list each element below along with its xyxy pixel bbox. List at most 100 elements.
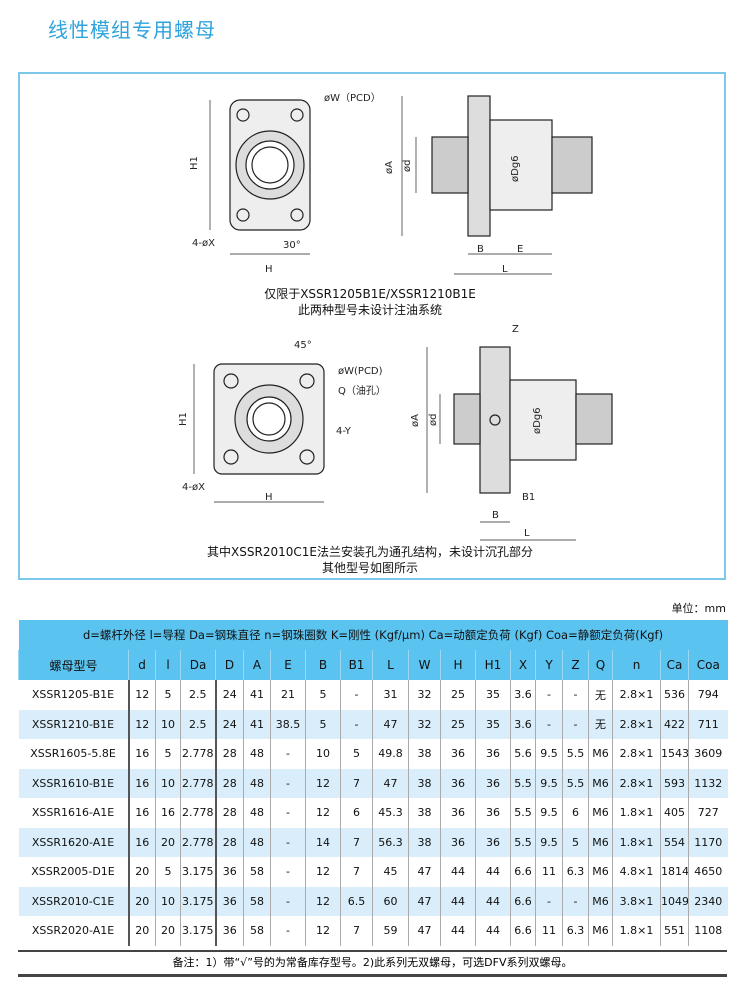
table-cell: 20 bbox=[127, 916, 156, 946]
column-header: Da bbox=[180, 650, 216, 680]
table-cell: 36 bbox=[440, 827, 476, 857]
table-cell: - bbox=[562, 680, 589, 710]
table-cell: 44 bbox=[475, 916, 511, 946]
table-cell: 7 bbox=[340, 827, 373, 857]
table-cell: 1132 bbox=[687, 768, 728, 798]
table-cell: 7 bbox=[340, 916, 373, 946]
table-cell: - bbox=[562, 886, 589, 916]
table-cell: 16 bbox=[127, 768, 156, 798]
table-cell: 16 bbox=[155, 798, 181, 828]
table-cell: - bbox=[270, 857, 306, 887]
table-cell: 36 bbox=[214, 886, 244, 916]
table-cell: 44 bbox=[440, 916, 476, 946]
table-cell: 10 bbox=[155, 709, 181, 739]
table-cell: M6 bbox=[588, 768, 613, 798]
nut-drawings: øW（PCD） H1 4-øX 30° H øA ød øDg6 B E L 4… bbox=[178, 92, 613, 541]
table-cell: 28 bbox=[214, 768, 244, 798]
table-cell: 6 bbox=[562, 798, 589, 828]
column-header: d bbox=[128, 650, 156, 680]
label-angle-2: 45° bbox=[294, 340, 312, 351]
column-header: l bbox=[155, 650, 181, 680]
table-cell: 36 bbox=[440, 768, 476, 798]
table-cell: 47 bbox=[408, 886, 441, 916]
table-cell: 2.8×1 bbox=[612, 768, 661, 798]
table-cell: 1814 bbox=[660, 857, 689, 887]
table-cell: 16 bbox=[127, 739, 156, 769]
table-cell: 711 bbox=[687, 709, 728, 739]
table-cell: 24 bbox=[214, 709, 244, 739]
table-cell: 38 bbox=[408, 739, 441, 769]
table-cell: 20 bbox=[155, 827, 181, 857]
table-cell: 12 bbox=[127, 709, 156, 739]
page-title: 线性模组专用螺母 bbox=[48, 18, 216, 42]
column-header: A bbox=[243, 650, 271, 680]
table-cell: M6 bbox=[588, 886, 613, 916]
table-cell: 593 bbox=[660, 768, 689, 798]
table-cell: 20 bbox=[155, 916, 181, 946]
table-cell: 21 bbox=[270, 680, 306, 710]
table-cell: 41 bbox=[243, 680, 271, 710]
caption-2-line-2: 其他型号如图所示 bbox=[321, 561, 418, 575]
table-cell: 36 bbox=[440, 798, 476, 828]
table-cell: 3.6 bbox=[510, 680, 536, 710]
table-cell: 12 bbox=[127, 680, 156, 710]
label-b: B bbox=[477, 244, 484, 255]
table-cell: 20 bbox=[127, 857, 156, 887]
table-cell: M6 bbox=[588, 916, 613, 946]
table-cell: 2340 bbox=[687, 886, 728, 916]
label-z: Z bbox=[512, 324, 519, 335]
table-cell: M6 bbox=[588, 739, 613, 769]
table-cell: 554 bbox=[660, 827, 689, 857]
table-cell: 44 bbox=[475, 886, 511, 916]
table-cell: 6.3 bbox=[562, 916, 589, 946]
table-cell: 31 bbox=[372, 680, 409, 710]
column-header: Y bbox=[535, 650, 563, 680]
caption-2-line-1: 其中XSSR2010C1E法兰安装孔为通孔结构，未设计沉孔部分 bbox=[207, 545, 533, 559]
label-holes: 4-øX bbox=[192, 238, 215, 249]
table-cell: 12 bbox=[305, 768, 341, 798]
model-cell: XSSR1210-B1E bbox=[18, 709, 129, 739]
column-header: L bbox=[372, 650, 409, 680]
label-h1-2: H1 bbox=[178, 412, 189, 426]
table-cell: - bbox=[270, 827, 306, 857]
table-cell: 2.778 bbox=[180, 798, 216, 828]
column-header: D bbox=[215, 650, 244, 680]
table-cell: - bbox=[535, 709, 563, 739]
table-cell: M6 bbox=[588, 798, 613, 828]
table-cell: 6.6 bbox=[510, 916, 536, 946]
table-cell: - bbox=[270, 798, 306, 828]
table-cell: 47 bbox=[408, 916, 441, 946]
table-cell: 12 bbox=[305, 857, 341, 887]
column-header: 螺母型号 bbox=[18, 650, 129, 680]
label-dg6-2: øDg6 bbox=[532, 407, 543, 434]
table-cell: 6.3 bbox=[562, 857, 589, 887]
label-l-2: L bbox=[524, 528, 530, 539]
label-dg6: øDg6 bbox=[510, 155, 521, 182]
model-cell: XSSR2005-D1E bbox=[31, 865, 115, 879]
table-cell: 2.8×1 bbox=[612, 680, 661, 710]
column-header: B bbox=[305, 650, 341, 680]
table-cell: 48 bbox=[243, 827, 271, 857]
label-angle: 30° bbox=[283, 240, 301, 251]
table-cell: 5.5 bbox=[510, 768, 536, 798]
table-cell: 794 bbox=[687, 680, 728, 710]
table-cell: - bbox=[270, 739, 306, 769]
caption-1-line-2: 此两种型号未设计注油系统 bbox=[297, 303, 442, 317]
table-cell: 32 bbox=[408, 680, 441, 710]
table-cell: 7 bbox=[340, 768, 373, 798]
table-cell: - bbox=[270, 916, 306, 946]
label-y: 4-Y bbox=[336, 426, 352, 437]
table-cell: 5.6 bbox=[510, 739, 536, 769]
table-cell: 36 bbox=[440, 739, 476, 769]
column-header: B1 bbox=[340, 650, 373, 680]
label-a: øA bbox=[384, 161, 395, 174]
label-h1: H1 bbox=[189, 156, 200, 170]
table-cell: 44 bbox=[475, 857, 511, 887]
column-header: H bbox=[440, 650, 476, 680]
label-d-2: ød bbox=[428, 414, 439, 426]
table-cell: M6 bbox=[588, 857, 613, 887]
